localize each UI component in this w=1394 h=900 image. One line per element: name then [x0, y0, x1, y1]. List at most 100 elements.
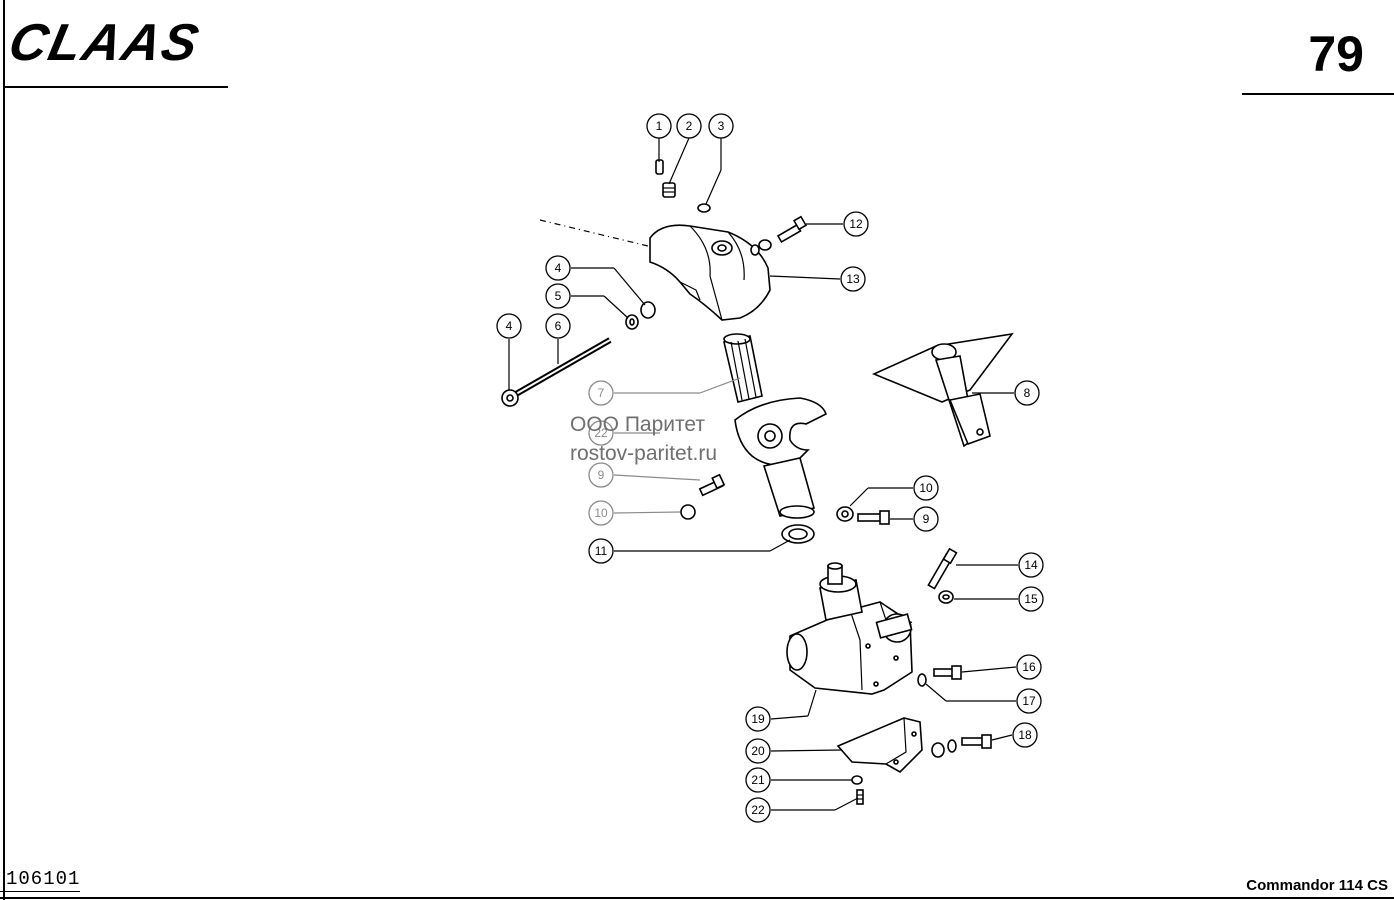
- callout-label: 4: [555, 261, 562, 275]
- callout-circle: [646, 113, 672, 139]
- callout-circle: [588, 462, 614, 488]
- callout-22: 22: [588, 420, 660, 446]
- watermark: ООО Паритет rostov-paritet.ru: [570, 410, 717, 468]
- callout-label: 4: [506, 319, 513, 333]
- callout-22: 22: [745, 797, 859, 823]
- callout-label: 22: [751, 803, 765, 817]
- callout-1: 1: [646, 113, 672, 162]
- callout-circle: [545, 313, 571, 339]
- page-number-underline: [1242, 93, 1394, 95]
- callout-3: 3: [705, 113, 734, 205]
- callout-14: 14: [956, 552, 1044, 578]
- callout-17: 17: [925, 683, 1042, 714]
- model-name: Commandor 114 CS: [1246, 877, 1388, 894]
- callout-label: 8: [1024, 386, 1031, 400]
- callout-21: 21: [745, 767, 852, 793]
- callout-leader-line: [849, 487, 869, 507]
- callout-leader-line: [705, 169, 722, 205]
- screw-22-part: [856, 789, 864, 805]
- bolt-9-left-part: [698, 473, 726, 497]
- page-number: 79: [1308, 26, 1364, 82]
- frame-bottom-rule: [0, 897, 1394, 899]
- callout-9: 9: [588, 462, 701, 488]
- nut-washer-part: [625, 301, 656, 330]
- callout-label: 22: [594, 426, 608, 440]
- nut-10-right-part: [836, 506, 854, 522]
- gear-housing-cover-part: [649, 224, 771, 321]
- callout-label: 18: [1018, 728, 1032, 742]
- callout-16: 16: [961, 654, 1042, 680]
- callout-leader-line: [834, 797, 859, 811]
- threaded-stud-part: [501, 337, 612, 407]
- callout-4: 4: [545, 255, 646, 306]
- callout-circle: [913, 475, 939, 501]
- callout-leader-line: [699, 377, 741, 394]
- washer-21-part: [851, 775, 863, 785]
- callout-20: 20: [745, 738, 843, 764]
- bolt-9-right-part: [857, 510, 890, 525]
- callout-circle: [545, 283, 571, 309]
- callout-leader-line: [770, 715, 809, 720]
- callout-circle: [745, 767, 771, 793]
- frame-left-rule: [3, 0, 5, 900]
- bolt-12-part: [750, 215, 808, 256]
- callout-label: 11: [595, 544, 608, 558]
- callout-circle: [588, 538, 614, 564]
- document-number: 106101: [6, 868, 81, 890]
- callout-circle: [745, 706, 771, 732]
- callout-label: 9: [923, 512, 930, 526]
- washer-17-part: [917, 673, 927, 687]
- callout-12: 12: [806, 211, 869, 237]
- callout-6: 6: [545, 313, 571, 364]
- bolt-18-part: [931, 734, 992, 758]
- callout-2: 2: [668, 113, 702, 185]
- callout-label: 20: [751, 744, 765, 758]
- callout-label: 19: [751, 712, 765, 726]
- callout-leader-line: [769, 539, 791, 552]
- callout-8: 8: [972, 380, 1040, 406]
- washer-15-part: [938, 590, 954, 604]
- callout-label: 13: [846, 272, 860, 286]
- bolt-14-part: [927, 547, 958, 590]
- callout-label: 6: [555, 319, 562, 333]
- callout-leader-line: [613, 511, 681, 514]
- skid-plate-part: [871, 332, 1014, 448]
- splined-shaft-part: [723, 333, 763, 403]
- bracket-part: [836, 717, 923, 773]
- callout-circle: [913, 506, 939, 532]
- callout-label: 1: [656, 119, 663, 133]
- o-ring-part: [697, 203, 711, 213]
- callout-leader-line: [807, 689, 817, 717]
- callout-leader-line: [603, 295, 629, 319]
- axis-line: [539, 219, 649, 247]
- callout-circle: [1014, 380, 1040, 406]
- callout-circle: [1018, 552, 1044, 578]
- knife-crank-arm-part: [734, 397, 827, 519]
- watermark-line-2: rostov-paritet.ru: [570, 442, 718, 465]
- callout-10: 10: [588, 500, 681, 526]
- callout-label: 5: [555, 289, 562, 303]
- callout-label: 10: [594, 506, 608, 520]
- callout-circle: [496, 313, 522, 339]
- callout-circle: [745, 797, 771, 823]
- callout-circle: [545, 255, 571, 281]
- watermark-line-1: ООО Паритет: [570, 413, 706, 436]
- callout-circle: [843, 211, 869, 237]
- callout-7: 7: [588, 377, 741, 406]
- document-number-underline: [0, 891, 80, 892]
- callout-circle: [1012, 722, 1038, 748]
- callout-4: 4: [496, 313, 522, 390]
- callout-11: 11: [588, 538, 791, 564]
- callout-label: 21: [751, 773, 765, 787]
- callout-leader-line: [770, 749, 843, 752]
- callout-leader-line: [925, 683, 947, 702]
- callout-label: 16: [1022, 660, 1036, 674]
- callout-label: 7: [598, 386, 605, 400]
- grease-nipple-part: [655, 159, 664, 175]
- callout-5: 5: [545, 283, 629, 319]
- callout-15: 15: [954, 586, 1044, 612]
- logo-underline: [4, 86, 228, 88]
- callout-9: 9: [890, 506, 939, 532]
